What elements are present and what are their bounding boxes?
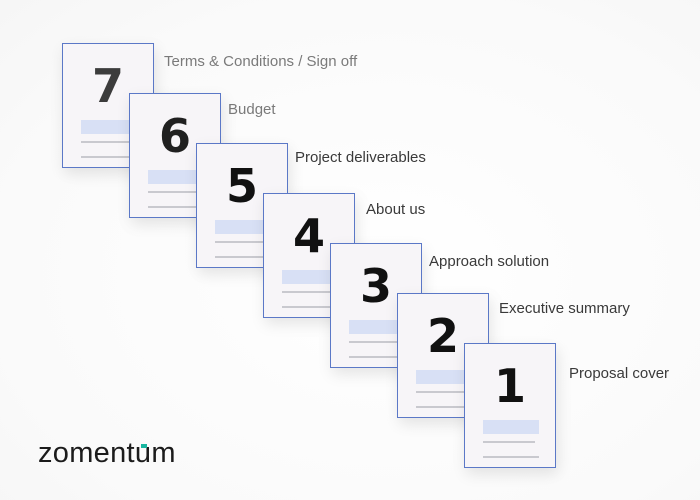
page-heading-bar — [483, 420, 539, 434]
page-text-line — [148, 206, 204, 208]
page-text-line — [483, 456, 539, 458]
section-number: 1 — [493, 359, 526, 413]
section-number: 7 — [91, 59, 124, 113]
page-text-line — [282, 291, 334, 293]
page-text-line — [282, 306, 338, 308]
page-heading-bar — [416, 370, 472, 384]
section-number: 4 — [292, 209, 325, 263]
page-heading-bar — [148, 170, 204, 184]
page-heading-bar — [282, 270, 338, 284]
section-label-3: Approach solution — [429, 253, 550, 270]
section-number: 5 — [225, 159, 258, 213]
page-text-line — [148, 191, 200, 193]
page-text-line — [349, 356, 405, 358]
page-text-line — [483, 441, 535, 443]
section-number: 3 — [359, 259, 392, 313]
page-text-line — [349, 341, 401, 343]
page-text-line — [215, 241, 267, 243]
section-label-5: Project deliverables — [295, 149, 426, 166]
section-label-4: About us — [366, 201, 426, 218]
page-heading-bar — [81, 120, 137, 134]
section-label-2: Executive summary — [499, 300, 630, 317]
section-number: 2 — [426, 309, 459, 363]
page-heading-bar — [215, 220, 271, 234]
section-page-1: 1 — [464, 343, 556, 468]
page-text-line — [416, 406, 472, 408]
page-text-line — [416, 391, 468, 393]
section-label-1: Proposal cover — [569, 365, 670, 382]
page-text-line — [215, 256, 271, 258]
section-number: 6 — [158, 109, 191, 163]
page-heading-bar — [349, 320, 405, 334]
logo-accent-mark — [141, 444, 147, 448]
page-text-line — [81, 141, 133, 143]
section-label-7: Terms & Conditions / Sign off — [164, 53, 358, 70]
page-text-line — [81, 156, 137, 158]
section-label-6: Budget — [228, 101, 276, 118]
zomentum-logo: zomentum — [38, 437, 176, 469]
